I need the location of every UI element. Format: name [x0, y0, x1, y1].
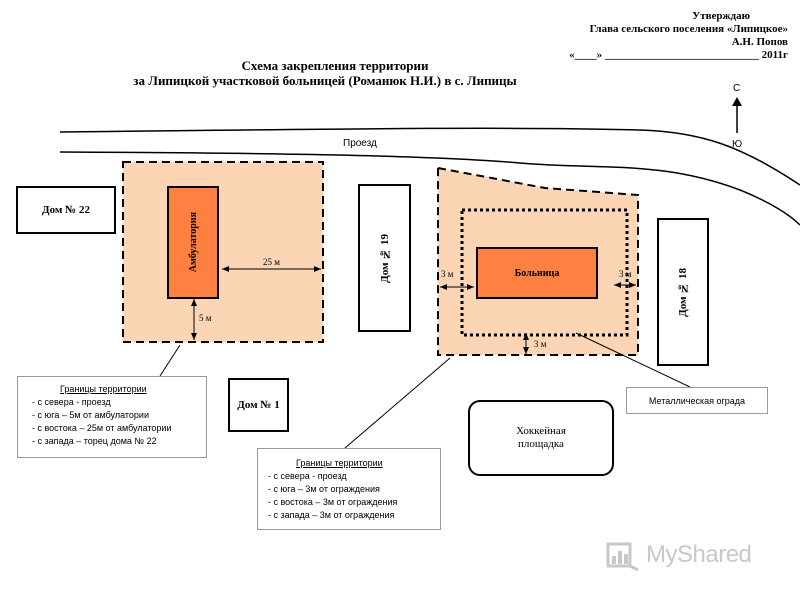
hospital-label: Больница	[514, 267, 560, 279]
house-1: Дом № 1	[228, 378, 289, 432]
approval-line-3: А.Н. Попов	[731, 36, 788, 48]
callout-hospital-bounds: Границы территории с севера - проезд с ю…	[257, 448, 441, 530]
callout-amb-item: с востока – 25м от амбулатории	[32, 422, 198, 435]
fence-label-text: Металлическая ограда	[648, 395, 746, 406]
dim-hosp-west-label: 3 м	[441, 269, 454, 279]
callout-amb-list: с севера - проезд с юга – 5м от амбулато…	[32, 396, 198, 448]
ambulatory-building: Амбулатория	[167, 186, 219, 299]
dim-hosp-east-label: 3 м	[619, 269, 632, 279]
ambulatory-label: Амбулатория	[187, 212, 199, 273]
house-22-label: Дом № 22	[42, 204, 90, 216]
hockey-rink: Хоккейная площадка	[468, 400, 614, 476]
callout-hosp-item: с востока – 3м от ограждения	[268, 496, 432, 509]
callout-hosp-item: с юга – 3м от ограждения	[268, 483, 432, 496]
dim-amb-east-label: 25 м	[263, 257, 280, 267]
callout-ambulatory-bounds: Границы территории с севера - проезд с ю…	[17, 376, 207, 458]
callout-amb-item: с юга – 5м от амбулатории	[32, 409, 198, 422]
compass-south-label: Ю	[732, 139, 743, 150]
approval-line-2: Глава сельского поселения «Липицкое»	[589, 23, 788, 35]
watermark-text: MyShared	[646, 541, 752, 568]
approval-line-1: Утверждаю	[692, 10, 750, 22]
callout-hosp-heading: Границы территории	[296, 458, 383, 468]
metal-fence	[460, 208, 629, 337]
hospital-building: Больница	[476, 247, 598, 299]
fence-label-pointer	[575, 332, 691, 388]
house-18: Дом № 18	[657, 218, 709, 366]
callout-amb-item: с севера - проезд	[32, 396, 198, 409]
house-1-label: Дом № 1	[237, 399, 280, 411]
chart-podium-icon	[606, 542, 639, 572]
road-label: Проезд	[343, 138, 377, 149]
callout-amb-pointer	[159, 344, 181, 377]
dim-amb-south-label: 5 м	[199, 313, 212, 323]
road-edge-south	[59, 151, 800, 226]
house-19-label: Дом № 19	[378, 233, 391, 283]
callout-hosp-pointer	[344, 357, 451, 449]
hockey-label: Хоккейная площадка	[516, 425, 566, 450]
compass-arrow-head	[732, 97, 742, 106]
road-edge-north	[59, 127, 800, 186]
house-22: Дом № 22	[16, 186, 116, 234]
callout-hosp-list: с севера - проезд с юга – 3м от огражден…	[268, 470, 432, 522]
house-19: Дом № 19	[358, 184, 411, 332]
callout-amb-item: с запада – торец дома № 22	[32, 435, 198, 448]
diagram-title: Схема закрепления территории за Липицкой…	[120, 58, 550, 88]
title-line-2: за Липицкой участковой больницей (Романю…	[133, 73, 517, 88]
approval-block: Утверждаю Глава сельского поселения «Лип…	[488, 10, 788, 62]
ambulatory-zone	[122, 161, 324, 343]
fence-label: Металлическая ограда	[626, 387, 768, 414]
title-line-1: Схема закрепления территории	[241, 58, 429, 73]
watermark-logo: MyShared	[606, 535, 776, 575]
house-18-label: Дом № 18	[677, 267, 689, 317]
dim-hosp-south-label: 3 м	[534, 339, 547, 349]
compass-north-label: С	[733, 83, 741, 94]
approval-line-4: «____» ____________________________ 2011…	[569, 49, 788, 61]
callout-hosp-item: с запада – 3м от ограждения	[268, 509, 432, 522]
callout-amb-heading: Границы территории	[60, 384, 147, 394]
callout-hosp-item: с севера - проезд	[268, 470, 432, 483]
